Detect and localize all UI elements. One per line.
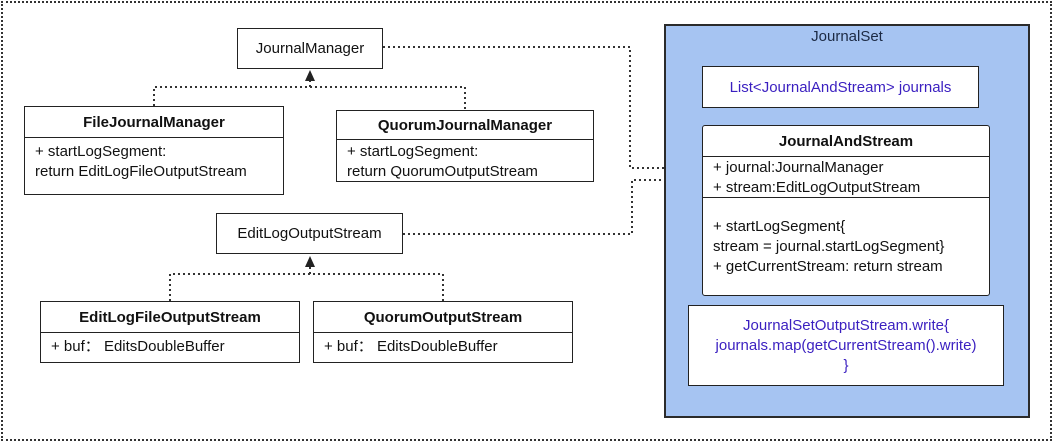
journal-and-stream-title: JournalAndStream (703, 126, 989, 157)
file-journal-manager-body: + startLogSegment: return EditLogFileOut… (25, 138, 283, 182)
write-line: } (843, 356, 849, 374)
class-method: + getCurrentStream: return stream (713, 258, 943, 275)
quorum-journal-manager-class: QuorumJournalManager + startLogSegment: … (336, 110, 594, 182)
write-line: JournalSetOutputStream.write{ (743, 316, 949, 334)
edit-log-file-output-stream-title: EditLogFileOutputStream (41, 302, 299, 333)
journal-manager-box: JournalManager (237, 28, 383, 69)
inherit-line-edit-log-output-stream (169, 273, 444, 301)
file-journal-manager-class: FileJournalManager + startLogSegment: re… (24, 106, 284, 195)
inherit-arrowhead-edit-log-output-stream (305, 256, 315, 267)
edit-log-output-stream-box: EditLogOutputStream (216, 213, 403, 254)
journals-field-box: List<JournalAndStream> journals (702, 66, 979, 108)
class-line: + buf： EditsDoubleBuffer (324, 338, 498, 355)
quorum-journal-manager-body: + startLogSegment: return QuorumOutputSt… (337, 140, 593, 182)
inherit-arrowhead-journal-manager (305, 70, 315, 81)
quorum-output-stream-body: + buf： EditsDoubleBuffer (314, 333, 572, 357)
edit-log-output-stream-label: EditLogOutputStream (237, 225, 382, 242)
journal-set-write-box: JournalSetOutputStream.write{ journals.m… (688, 305, 1004, 386)
quorum-output-stream-class: QuorumOutputStream + buf： EditsDoubleBuf… (313, 301, 573, 363)
class-line: + startLogSegment: (347, 143, 479, 160)
quorum-output-stream-title: QuorumOutputStream (314, 302, 572, 333)
journal-and-stream-class: JournalAndStream + journal:JournalManage… (702, 125, 990, 296)
class-line: + buf： EditsDoubleBuffer (51, 338, 225, 355)
journal-and-stream-methods: + startLogSegment{ stream = journal.star… (703, 198, 989, 277)
journal-and-stream-fields: + journal:JournalManager + stream:EditLo… (703, 157, 989, 198)
class-method: stream = journal.startLogSegment} (713, 238, 945, 255)
journal-set-label: JournalSet (811, 28, 883, 45)
class-line: return QuorumOutputStream (347, 163, 538, 180)
inherit-line-journal-manager (153, 86, 466, 110)
write-line: journals.map(getCurrentStream().write) (715, 336, 977, 354)
class-field: + stream:EditLogOutputStream (713, 179, 921, 196)
edit-log-file-output-stream-class: EditLogFileOutputStream + buf： EditsDoub… (40, 301, 300, 363)
edit-log-file-output-stream-body: + buf： EditsDoubleBuffer (41, 333, 299, 357)
journal-manager-label: JournalManager (255, 40, 365, 57)
class-line: return EditLogFileOutputStream (35, 163, 247, 180)
file-journal-manager-title: FileJournalManager (25, 107, 283, 138)
class-method: + startLogSegment{ (713, 218, 846, 235)
journals-field-label: List<JournalAndStream> journals (729, 78, 952, 96)
assoc-edit-log-output-stream (403, 179, 703, 235)
class-line: + startLogSegment: (35, 143, 167, 160)
quorum-journal-manager-title: QuorumJournalManager (337, 111, 593, 140)
connectors (153, 46, 703, 301)
class-field: + journal:JournalManager (713, 159, 884, 176)
